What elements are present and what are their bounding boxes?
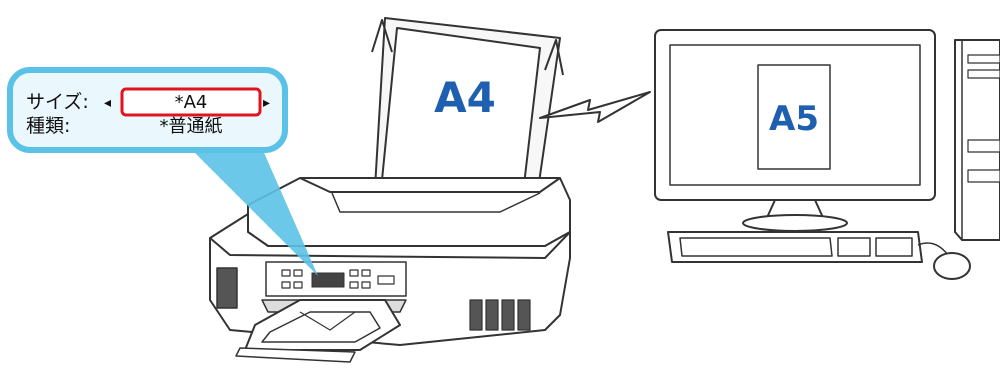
pc-tower — [955, 40, 1000, 240]
lightning-bolt-icon — [540, 92, 650, 122]
lcd-type-label: 種類: — [26, 115, 70, 137]
mouse — [918, 243, 970, 279]
lcd-type-value: *普通紙 — [160, 116, 223, 137]
left-arrow-icon: ◂ — [104, 95, 111, 111]
lcd-size-label: サイズ: — [26, 91, 89, 113]
monitor-document-label: A5 — [769, 99, 819, 139]
lcd-size-value: *A4 — [175, 92, 208, 113]
printer-paper-label: A4 — [434, 73, 496, 122]
keyboard — [668, 232, 922, 262]
panel-display — [312, 273, 344, 287]
right-arrow-icon: ▸ — [263, 95, 270, 111]
monitor-base — [743, 215, 847, 231]
ink-window-left — [217, 268, 237, 308]
